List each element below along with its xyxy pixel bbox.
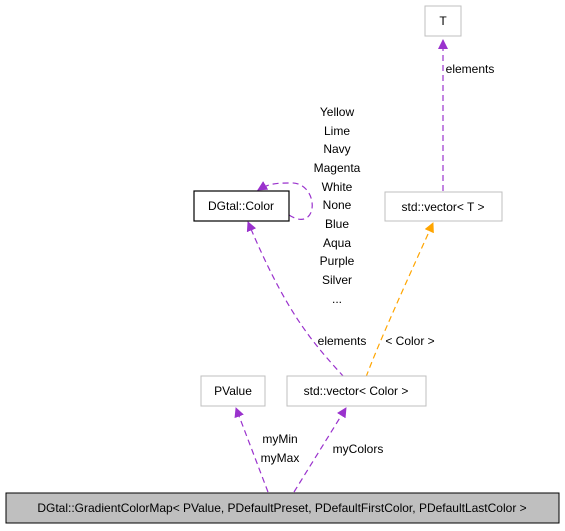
edge-label-my-max: myMax <box>261 451 300 465</box>
color-constant-none: None <box>323 198 352 212</box>
color-constant-white: White <box>322 180 353 194</box>
edge-vector-color-to-color <box>246 221 345 378</box>
edge-color-self-loop <box>257 181 313 220</box>
node-color-label: DGtal::Color <box>208 199 274 213</box>
node-pvalue-label: PValue <box>214 384 252 398</box>
color-constant-magenta: Magenta <box>314 161 361 175</box>
node-t-label: T <box>439 14 447 28</box>
edge-label-template-color: < Color > <box>385 334 434 348</box>
color-constant-purple: Purple <box>320 254 355 268</box>
color-constant-blue: Blue <box>325 217 349 231</box>
node-color[interactable]: DGtal::Color <box>193 190 290 222</box>
node-t[interactable]: T <box>424 5 462 37</box>
color-constant-silver: Silver <box>322 273 352 287</box>
node-vector-t-label: std::vector< T > <box>402 200 485 214</box>
node-vector-color-label: std::vector< Color > <box>304 384 409 398</box>
node-vector-t[interactable]: std::vector< T > <box>384 191 503 222</box>
color-constant-navy: Navy <box>323 142 350 156</box>
node-gradient-color-map[interactable]: DGtal::GradientColorMap< PValue, PDefaul… <box>5 492 560 524</box>
edge-vector-color-to-vector-t <box>365 222 434 378</box>
edge-gradient-to-pvalue <box>234 407 269 493</box>
node-gradient-color-map-label: DGtal::GradientColorMap< PValue, PDefaul… <box>37 501 526 515</box>
node-vector-color[interactable]: std::vector< Color > <box>286 375 427 407</box>
edge-gradient-to-vector-color <box>293 407 347 493</box>
node-pvalue[interactable]: PValue <box>200 375 266 407</box>
color-constant-yellow: Yellow <box>320 105 355 119</box>
edge-label-elements-t: elements <box>446 62 495 76</box>
color-constants-label: Yellow Lime Navy Magenta White None Blue… <box>314 105 361 306</box>
edge-label-my-colors: myColors <box>333 442 384 456</box>
edge-label-elements-color: elements <box>318 334 367 348</box>
color-constant-aqua: Aqua <box>323 236 351 250</box>
color-constant-lime: Lime <box>324 124 350 138</box>
edge-label-my-min: myMin <box>262 432 297 446</box>
color-constant-ellipsis: ... <box>332 292 342 306</box>
